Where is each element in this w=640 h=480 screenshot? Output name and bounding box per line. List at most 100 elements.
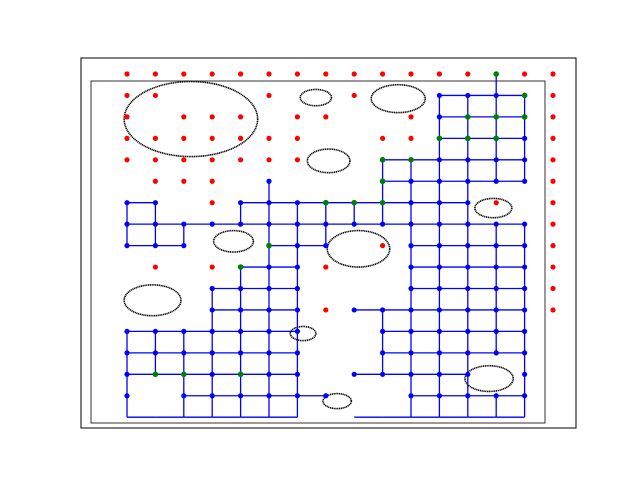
free-point [550,157,556,163]
obstacle-circle [123,284,182,317]
graph-node [152,243,158,249]
graph-node [436,178,442,184]
free-point [493,200,499,206]
free-point [380,243,386,249]
free-point [266,157,272,163]
path-node [152,371,159,378]
free-point [238,157,244,163]
graph-node [493,393,499,399]
graph-node [493,307,499,313]
graph-node [408,178,414,184]
graph-node [436,393,442,399]
graph-node [465,371,471,377]
graph-node [408,200,414,206]
graph-node [124,221,130,227]
graph-node [124,371,130,377]
path-node [465,114,471,120]
graph-node [522,328,528,334]
graph-node [522,350,528,356]
path-node [493,135,500,142]
graph-node [294,350,300,356]
free-point [209,71,215,77]
graph-node [465,92,471,99]
graph-node [380,371,386,377]
graph-node [408,328,414,334]
graph-node [493,350,499,356]
graph-node [209,221,215,227]
free-point [124,71,130,77]
graph-node [522,285,528,292]
graph-node [522,393,528,399]
graph-node [465,243,471,249]
free-point [550,71,556,77]
free-point [351,71,357,77]
graph-node [436,264,442,270]
graph-node [294,328,300,334]
graph-node [465,221,471,227]
graph-node [465,350,471,356]
graph-node [436,221,442,227]
free-point [209,157,215,163]
free-point [209,135,215,141]
free-point [550,221,556,227]
graph-node [436,157,442,163]
graph-node [209,371,215,377]
free-point [436,71,442,77]
graph-node [522,243,528,249]
graph-node [152,221,158,227]
free-point [124,135,130,141]
free-point [124,114,130,120]
graph-node [152,350,158,356]
path-node [493,114,500,120]
graph-node [408,307,414,313]
graph-node [522,157,528,163]
free-points-layer [124,71,556,313]
graph-node [465,328,471,334]
obstacle-circle [370,83,426,114]
free-point [294,135,300,141]
free-point [465,71,471,77]
graph-node [408,350,414,356]
graph-node [266,264,272,270]
graph-node [294,393,300,399]
free-point [550,285,556,292]
obstacle-circle [464,364,515,393]
graph-node [266,328,272,334]
graph-node [323,243,329,249]
free-point [380,135,386,141]
free-point [181,71,187,77]
graph-node [522,135,528,141]
free-point [550,178,556,184]
graph-node [380,221,386,227]
graph-node [465,393,471,399]
graph-node [493,221,499,227]
free-point [323,264,329,270]
graph-node [493,92,499,99]
free-point [124,157,130,163]
graph-node [408,264,414,270]
graph-node [152,200,158,206]
obstacle-layer [123,80,515,410]
graph-node [408,221,414,227]
graph-node [380,350,386,356]
free-point [550,114,556,120]
graph-node [323,393,329,399]
graph-node [238,328,244,334]
graph-node [266,307,272,313]
graph-node [124,328,130,334]
graph-node [436,285,442,292]
obstacle-circle [322,392,353,410]
free-point [522,71,528,77]
path-node [181,371,187,378]
free-point [152,71,158,77]
graph-node [493,328,499,334]
graph-node [181,350,187,356]
graph-node [436,114,442,120]
path-node [379,199,386,206]
free-point [209,178,215,184]
obstacle-circle [326,229,391,268]
graph-node [522,178,528,184]
graph-node [181,221,187,227]
free-point [408,71,414,77]
